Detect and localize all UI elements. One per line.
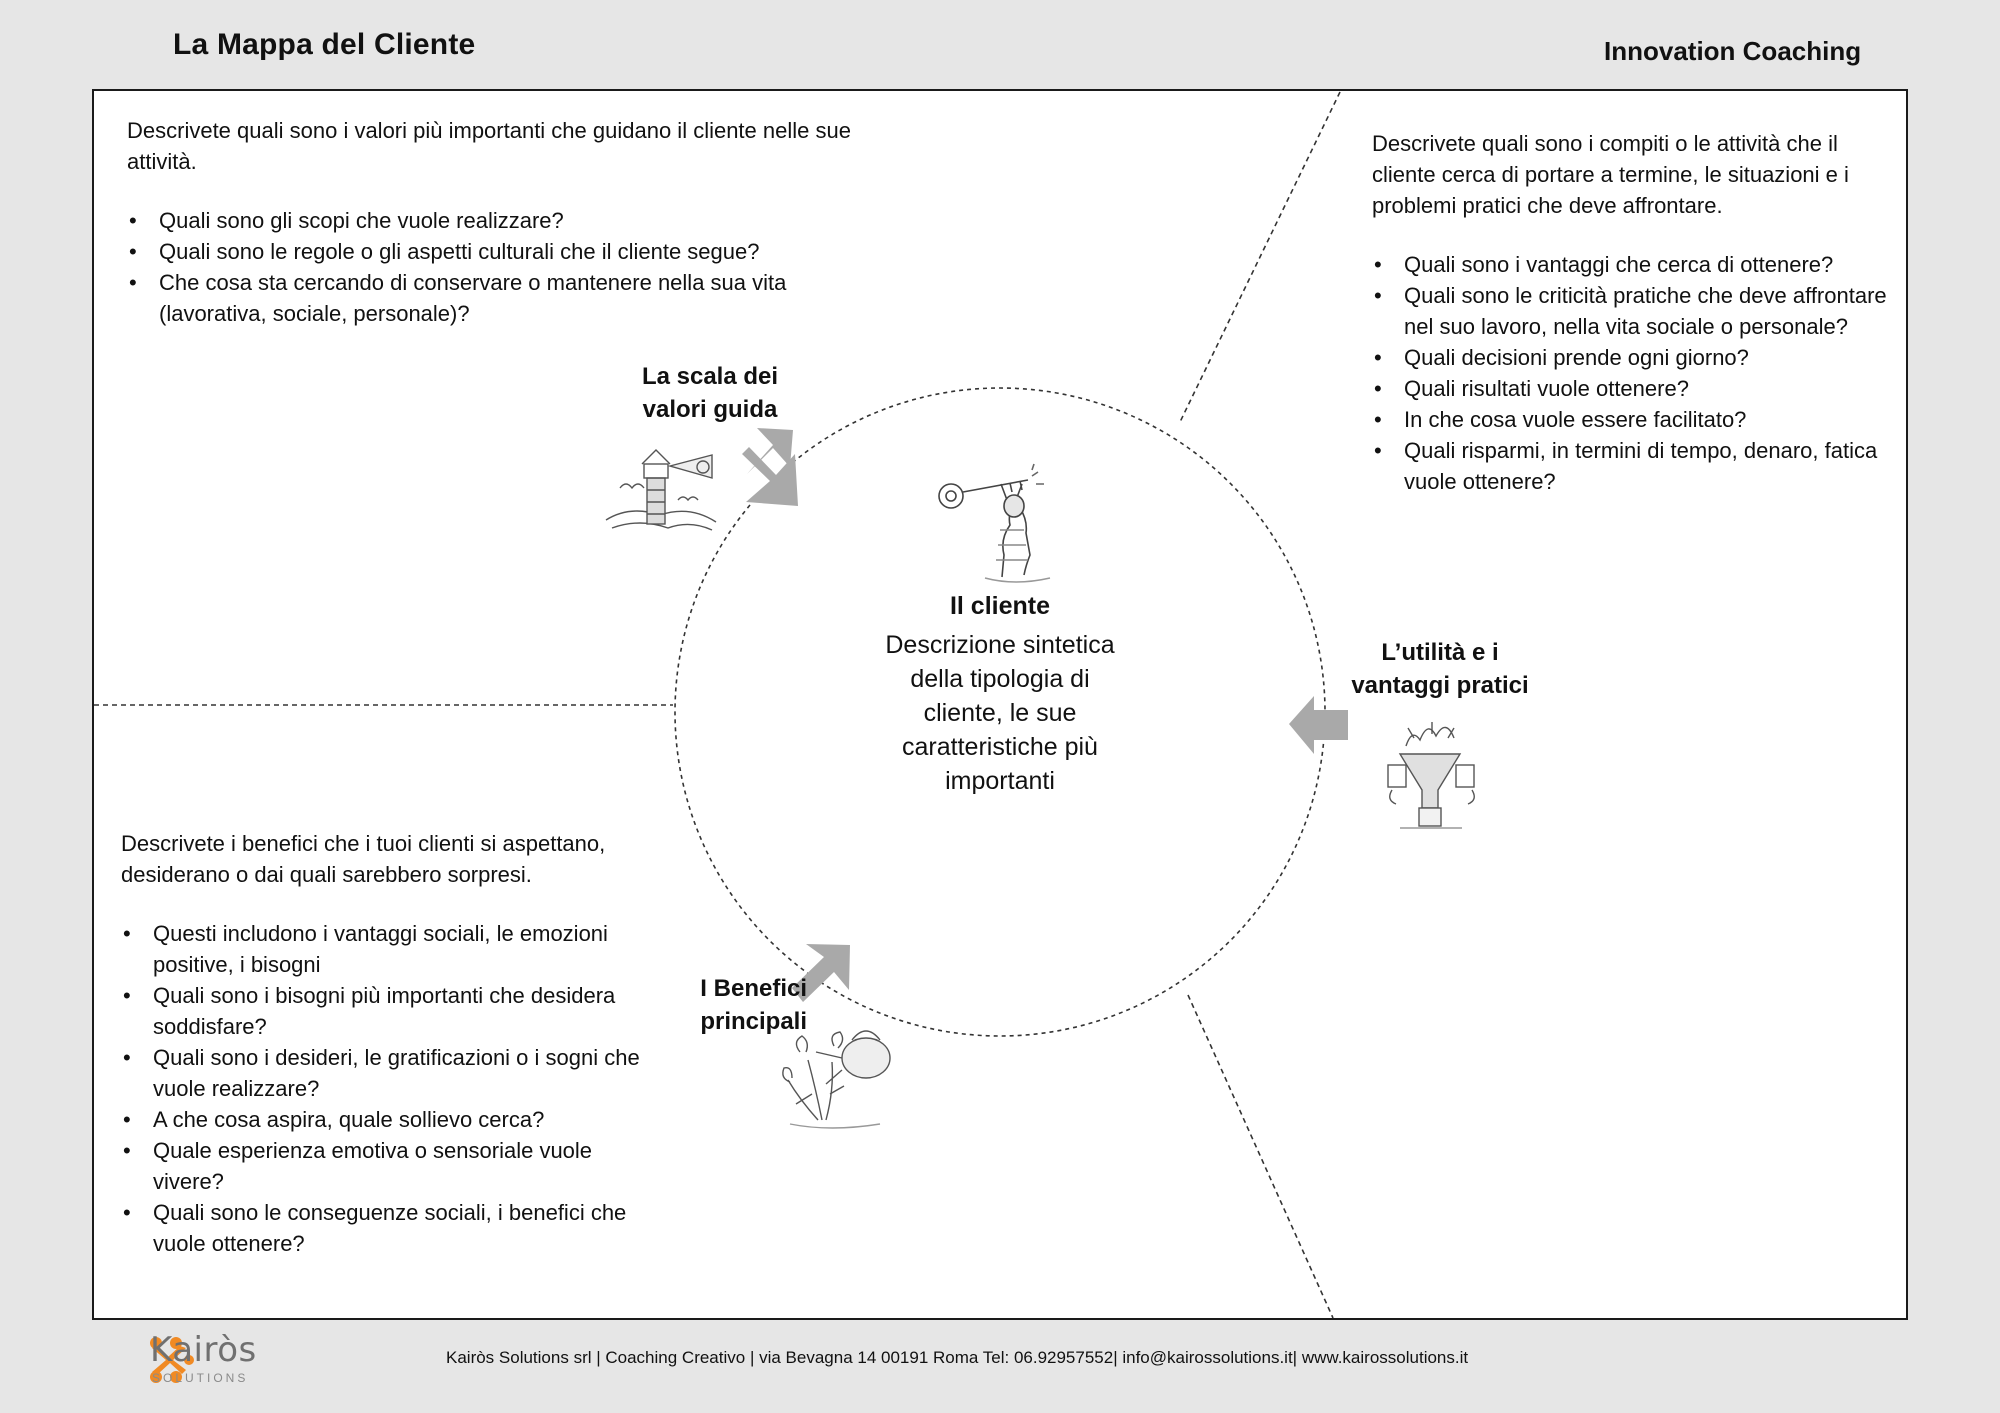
utility-intro: Descrivete quali sono i compiti o le att… — [1372, 131, 1849, 218]
list-item: Quali sono gli scopi che vuole realizzar… — [127, 205, 887, 236]
list-item: Quali sono i desideri, le gratificazioni… — [121, 1042, 641, 1104]
utility-label-line2: vantaggi pratici — [1351, 672, 1529, 699]
list-item: Quali risparmi, in termini di tempo, den… — [1372, 435, 1902, 497]
utility-questions: Quali sono i vantaggi che cerca di otten… — [1372, 249, 1902, 497]
kairos-logo-icon — [150, 1337, 194, 1383]
list-item: Questi includono i vantaggi sociali, le … — [121, 918, 641, 980]
benefits-description: Descrivete i benefici che i tuoi clienti… — [121, 828, 641, 1259]
utility-label: L’utilità e i vantaggi pratici — [1320, 636, 1560, 702]
customer-description: Descrizione sintetica della tipologia di… — [885, 631, 1115, 795]
values-intro: Descrivete quali sono i valori più impor… — [127, 118, 851, 174]
benefits-questions: Questi includono i vantaggi sociali, le … — [121, 918, 641, 1259]
list-item: A che cosa aspira, quale sollievo cerca? — [121, 1104, 641, 1135]
list-item: Quali sono le criticità pratiche che dev… — [1372, 280, 1902, 342]
list-item: Quali decisioni prende ogni giorno? — [1372, 342, 1902, 373]
list-item: Quali sono i vantaggi che cerca di otten… — [1372, 249, 1902, 280]
page-title: La Mappa del Cliente — [173, 28, 476, 61]
logo-subtitle: SOLUTIONS — [152, 1371, 249, 1385]
customer-title: Il cliente — [949, 592, 1051, 620]
list-item: In che cosa vuole essere facilitato? — [1372, 404, 1902, 435]
values-description: Descrivete quali sono i valori più impor… — [127, 115, 887, 329]
list-item: Che cosa sta cercando di conservare o ma… — [127, 267, 887, 329]
brand-label: Innovation Coaching — [1604, 36, 1862, 66]
list-item: Quale esperienza emotiva o sensoriale vu… — [121, 1135, 641, 1197]
values-label-line2: valori guida — [642, 396, 778, 423]
benefits-label: I Benefici principali — [627, 972, 807, 1038]
values-questions: Quali sono gli scopi che vuole realizzar… — [127, 205, 887, 329]
list-item: Quali sono le conseguenze sociali, i ben… — [121, 1197, 641, 1259]
benefits-label-line2: principali — [700, 1008, 807, 1035]
list-item: Quali sono le regole o gli aspetti cultu… — [127, 236, 887, 267]
values-label: La scala dei valori guida — [590, 360, 830, 426]
footer-contact: Kairòs Solutions srl | Coaching Creativo… — [446, 1348, 1469, 1367]
utility-label-line1: L’utilità e i — [1381, 639, 1499, 666]
benefits-label-line1: I Benefici — [700, 975, 807, 1002]
utility-description: Descrivete quali sono i compiti o le att… — [1372, 128, 1902, 497]
benefits-intro: Descrivete i benefici che i tuoi clienti… — [121, 831, 606, 887]
values-label-line1: La scala dei — [641, 363, 779, 390]
list-item: Quali risultati vuole ottenere? — [1372, 373, 1902, 404]
logo-wordmark: Kairòs — [150, 1330, 257, 1370]
list-item: Quali sono i bisogni più importanti che … — [121, 980, 641, 1042]
